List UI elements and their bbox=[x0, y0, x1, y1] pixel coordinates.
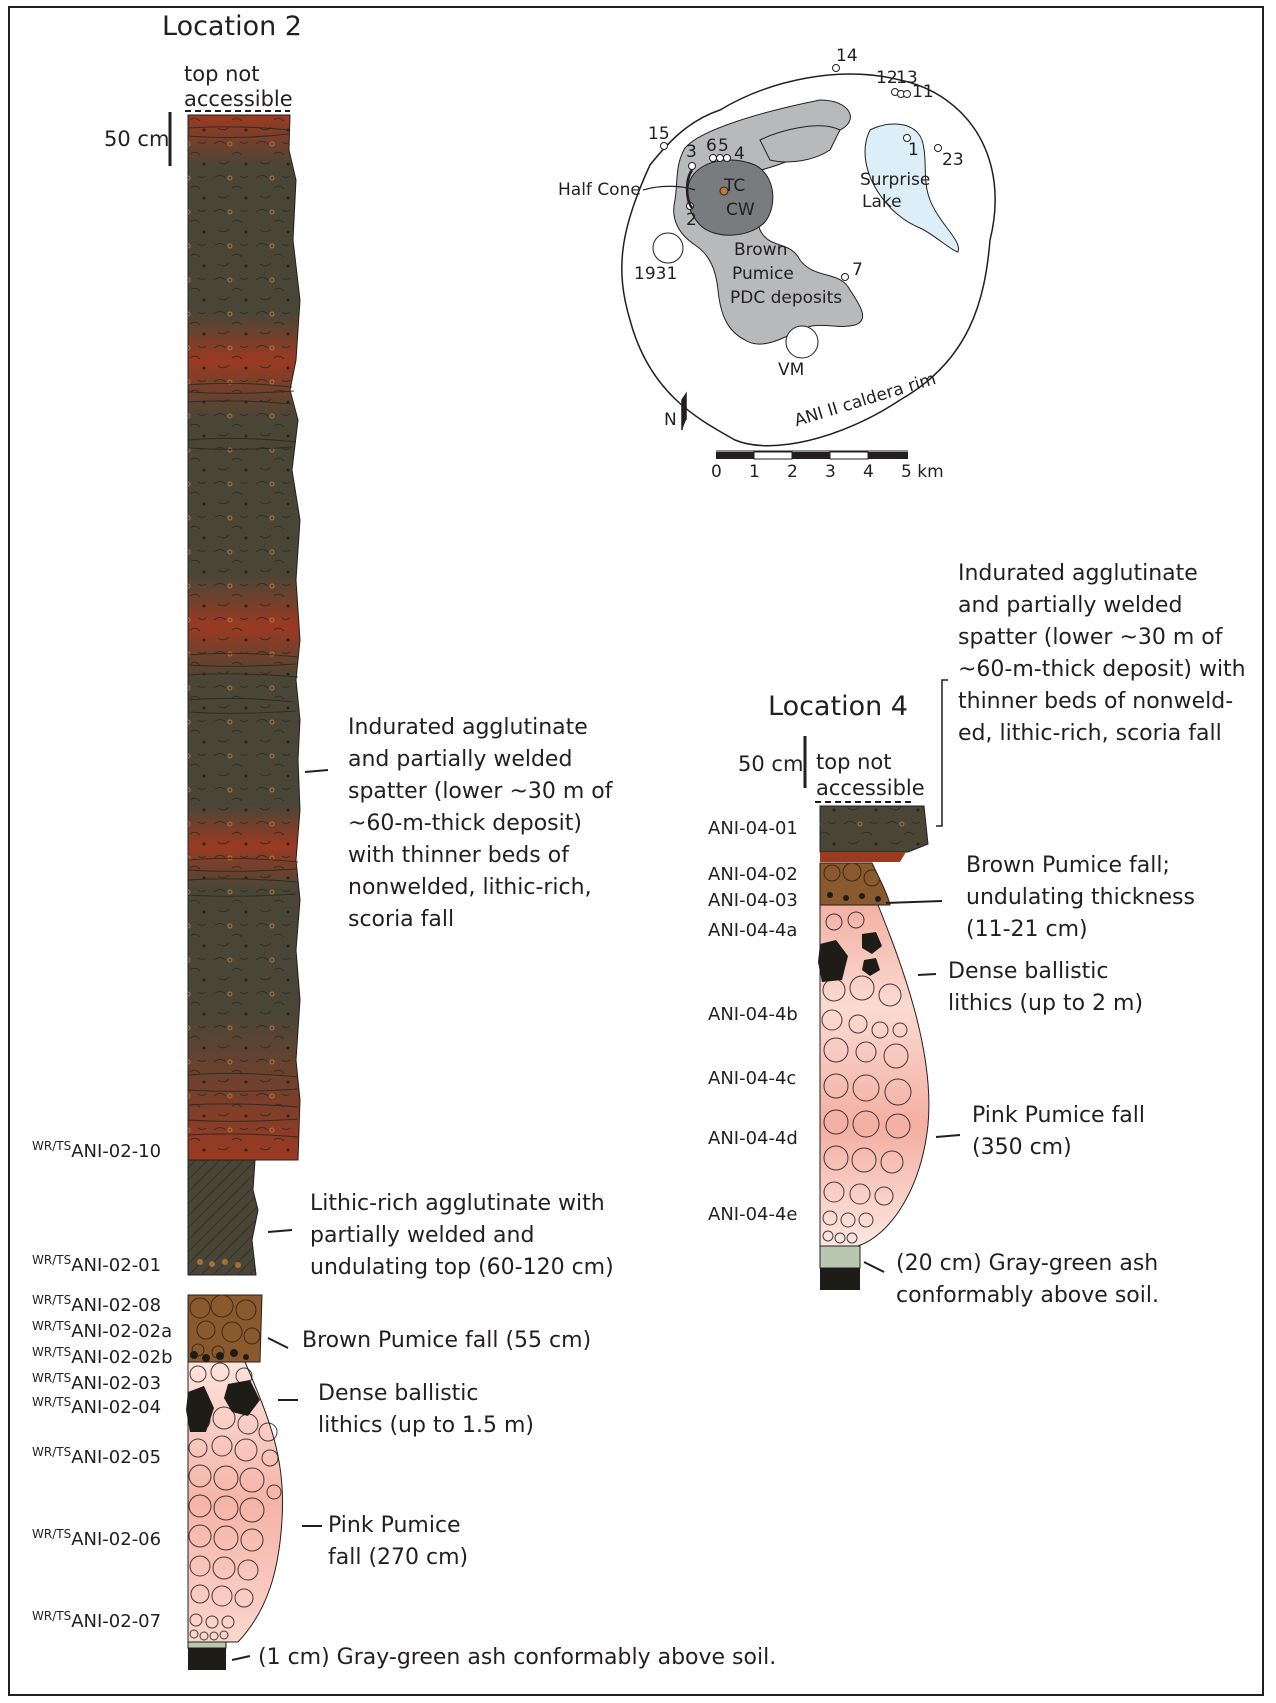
location2-desc-ash: (1 cm) Gray-green ash conformably above … bbox=[258, 1642, 776, 1674]
map-label-tc: TC bbox=[724, 176, 745, 196]
gray-green-ash-l2 bbox=[188, 1642, 226, 1648]
gray-green-ash-l4 bbox=[820, 1246, 860, 1268]
location2-sample-label: WR/TSANI-02-01 bbox=[32, 1246, 161, 1280]
map-site-11: 11 bbox=[912, 82, 934, 102]
location4-title: Location 4 bbox=[768, 692, 908, 721]
map-label-half-cone: Half Cone bbox=[558, 180, 641, 200]
map-site-4: 4 bbox=[734, 144, 745, 164]
location-map bbox=[622, 65, 995, 460]
location4-desc-ash: (20 cm) Gray-green ashconformably above … bbox=[896, 1248, 1159, 1312]
soil-l4 bbox=[820, 1268, 860, 1290]
location4-desc-brown-pumice: Brown Pumice fall;undulating thickness(1… bbox=[966, 850, 1195, 946]
map-site-2: 2 bbox=[686, 210, 697, 230]
location2-desc-lithic-agglutinate: Lithic-rich agglutinate withpartially we… bbox=[310, 1188, 614, 1284]
location2-sample-label: WR/TSANI-02-07 bbox=[32, 1602, 161, 1636]
map-label-pdc-deposits: PDC deposits bbox=[730, 288, 842, 308]
location4-top-note-line2: accessible bbox=[816, 774, 925, 803]
location2-sample-label: WR/TSANI-02-04 bbox=[32, 1388, 161, 1422]
location4-sample-label: ANI-04-03 bbox=[708, 886, 798, 915]
location2-top-note-line2: accessible bbox=[184, 85, 293, 114]
map-site-14: 14 bbox=[836, 46, 858, 66]
map-label-1931: 1931 bbox=[634, 264, 677, 284]
location4-sample-label: ANI-04-4b bbox=[708, 1000, 798, 1029]
location2-desc-pink-pumice: Pink Pumicefall (270 cm) bbox=[328, 1510, 468, 1574]
half-cone bbox=[687, 160, 773, 235]
map-scale-tick-1: 1 bbox=[749, 462, 760, 482]
map-scale-tick-3: 3 bbox=[825, 462, 836, 482]
map-scale-tick-0: 0 bbox=[711, 462, 722, 482]
location2-title: Location 2 bbox=[162, 12, 302, 41]
location4-desc-spatter: Indurated agglutinateand partially welde… bbox=[958, 558, 1246, 750]
map-label-vm: VM bbox=[778, 360, 804, 380]
location2-scale-label: 50 cm bbox=[104, 125, 169, 154]
map-label-pumice: Pumice bbox=[732, 264, 794, 284]
location2-sample-label: WR/TSANI-02-05 bbox=[32, 1438, 161, 1472]
location2-desc-ballistic: Dense ballisticlithics (up to 1.5 m) bbox=[318, 1378, 534, 1442]
location2-sample-label: WR/TSANI-02-06 bbox=[32, 1520, 161, 1554]
location4-sample-label: ANI-04-4d bbox=[708, 1124, 798, 1153]
map-scale-tick-4: 4 bbox=[863, 462, 874, 482]
location4-top-note-line1: top not bbox=[816, 748, 891, 777]
map-label-lake: Lake bbox=[862, 192, 902, 212]
map-label-brown: Brown bbox=[734, 240, 787, 260]
map-site-23: 23 bbox=[942, 150, 964, 170]
map-site-5: 5 bbox=[718, 136, 729, 156]
location4-sample-label: ANI-04-4a bbox=[708, 916, 797, 945]
map-north-label: N bbox=[664, 410, 677, 430]
map-site-15: 15 bbox=[648, 124, 670, 144]
map-site-6: 6 bbox=[706, 136, 717, 156]
location4-sample-label: ANI-04-01 bbox=[708, 814, 798, 843]
map-scale-tick-5: 5 km bbox=[901, 462, 944, 482]
location4-desc-ballistic: Dense ballisticlithics (up to 2 m) bbox=[948, 956, 1143, 1020]
location2-sample-label: WR/TSANI-02-10 bbox=[32, 1132, 161, 1166]
location2-column bbox=[170, 111, 328, 1670]
location2-desc-brown-pumice: Brown Pumice fall (55 cm) bbox=[302, 1325, 591, 1357]
map-label-surprise: Surprise bbox=[860, 170, 930, 190]
map-site-3: 3 bbox=[686, 142, 697, 162]
map-scale-tick-2: 2 bbox=[787, 462, 798, 482]
location4-desc-pink-pumice: Pink Pumice fall(350 cm) bbox=[972, 1100, 1145, 1164]
location4-sample-label: ANI-04-02 bbox=[708, 860, 798, 889]
soil-l2 bbox=[188, 1648, 226, 1670]
map-site-1: 1 bbox=[908, 140, 919, 160]
crater-1931 bbox=[653, 233, 683, 263]
location4-scale-label: 50 cm bbox=[738, 750, 803, 779]
map-label-cw: CW bbox=[726, 200, 755, 220]
map-site-12: 12 bbox=[876, 68, 898, 88]
location4-sample-label: ANI-04-4e bbox=[708, 1200, 798, 1229]
map-scale-bar bbox=[716, 451, 908, 459]
location2-desc-spatter: Indurated agglutinateand partially welde… bbox=[348, 712, 613, 936]
crater-vm bbox=[786, 326, 818, 358]
location4-sample-label: ANI-04-4c bbox=[708, 1064, 796, 1093]
map-site-7: 7 bbox=[852, 260, 863, 280]
